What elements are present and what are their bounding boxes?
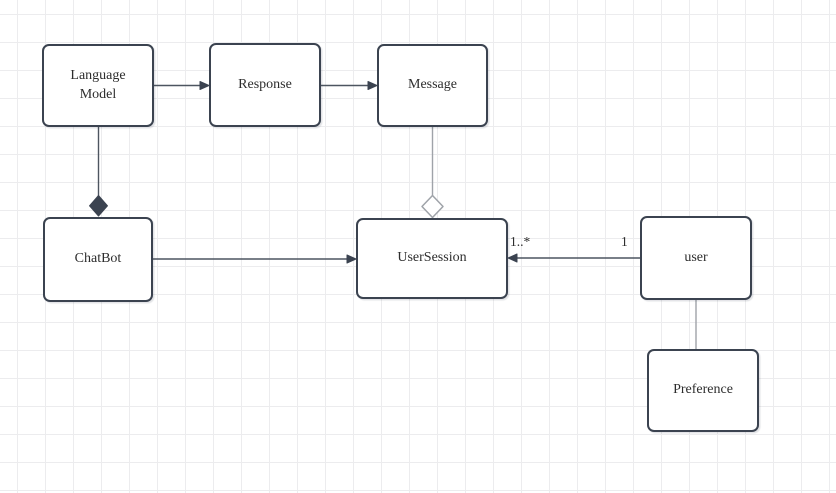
arrowhead-icon	[199, 81, 210, 90]
aggregation-diamond-icon	[421, 194, 444, 219]
node-response-label: Response	[238, 76, 292, 92]
node-language-model-label: Language Model	[70, 68, 126, 102]
node-message-label: Message	[408, 77, 457, 93]
multiplicity-label-user: 1	[621, 234, 628, 249]
edge-response-message[interactable]	[321, 81, 378, 90]
arrowhead-icon	[367, 81, 378, 90]
node-usersession[interactable]: UserSession	[356, 218, 508, 299]
node-chatbot-label: ChatBot	[74, 251, 122, 267]
edge-languagemodel-response[interactable]	[154, 81, 210, 90]
edge-message-usersession-aggregation[interactable]	[421, 127, 444, 219]
node-response[interactable]: Response	[209, 43, 321, 127]
node-preference[interactable]: Preference	[647, 349, 759, 432]
edge-languagemodel-chatbot-composition[interactable]	[89, 127, 108, 217]
node-message[interactable]: Message	[377, 44, 488, 127]
node-language-model[interactable]: Language Model	[42, 44, 154, 127]
arrowhead-icon	[346, 254, 357, 264]
node-preference-label: Preference	[673, 382, 733, 398]
multiplicity-label-usersession: 1..*	[510, 234, 531, 249]
node-user-label: user	[684, 249, 708, 265]
node-chatbot[interactable]: ChatBot	[43, 217, 153, 302]
edge-user-usersession[interactable]	[507, 253, 640, 263]
node-user[interactable]: user	[640, 216, 752, 300]
composition-diamond-icon	[89, 195, 108, 217]
edge-chatbot-usersession[interactable]	[153, 254, 357, 264]
node-usersession-label: UserSession	[397, 250, 467, 266]
arrowhead-icon	[507, 253, 518, 263]
